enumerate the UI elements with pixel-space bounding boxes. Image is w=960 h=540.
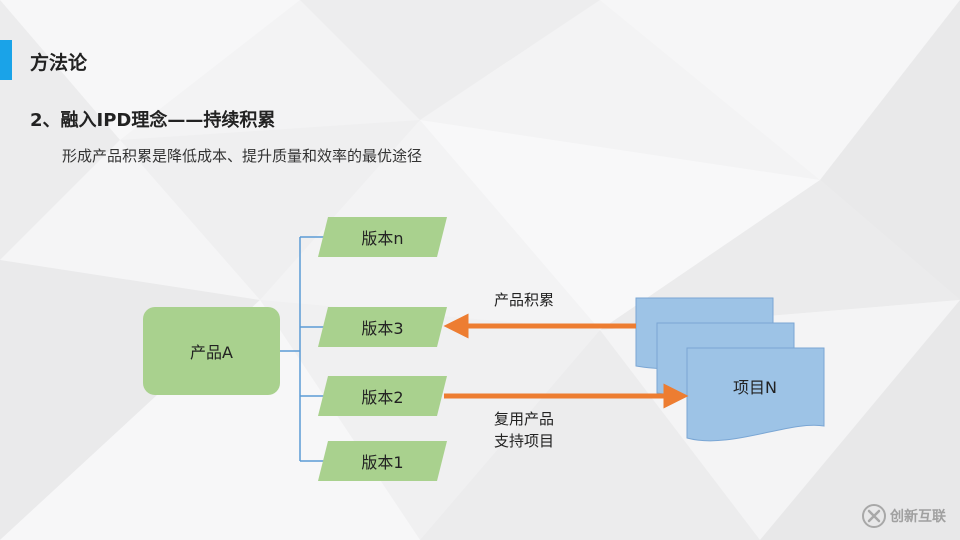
connector-lines [280,236,325,462]
accumulate-label: 产品积累 [494,291,555,309]
version-3-label: 版本3 [361,319,404,338]
slide-subtitle: 2、融入IPD理念——持续积累 [30,110,276,131]
version-2-label: 版本2 [361,388,404,407]
product-node [143,307,280,395]
logo-text: 创新互联 [890,509,946,525]
product-node-label: 产品A [190,343,233,362]
slide-description: 形成产品积累是降低成本、提升质量和效率的最优途径 [62,147,423,165]
version-node-3 [318,307,447,347]
version-n-label: 版本n [361,229,404,248]
title-accent-bar [0,40,12,80]
reuse-label-line2: 支持项目 [494,432,555,450]
project-label: 项目N [733,378,777,397]
section-title: 方法论 [30,52,88,74]
version-1-label: 版本1 [361,453,404,472]
logo-x-icon [862,504,886,528]
reuse-label-line1: 复用产品 [494,410,555,428]
version-node-1 [318,441,447,481]
brand-logo: 创新互联 [862,504,946,528]
version-node-n [318,217,447,257]
project-documents [635,297,825,442]
version-node-2 [318,376,447,416]
